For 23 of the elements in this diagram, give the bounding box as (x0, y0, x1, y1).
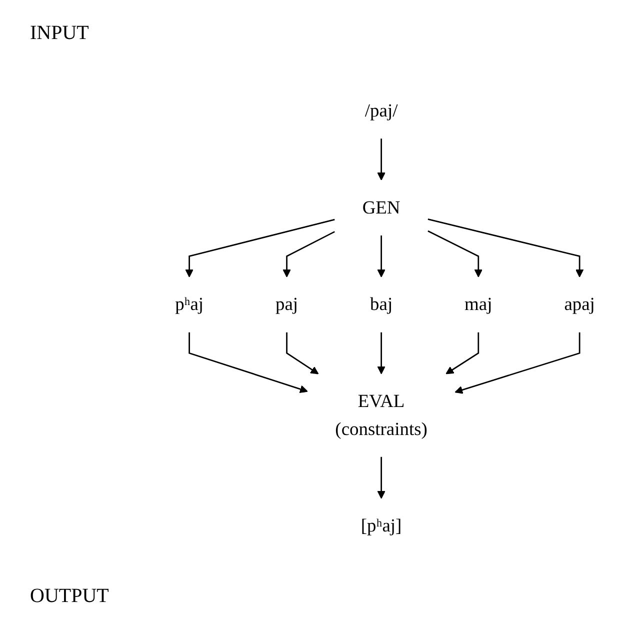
arrow (377, 138, 386, 180)
level-label: INPUT (30, 22, 89, 45)
node-text: baj (370, 294, 393, 315)
node-text: [pʰaj] (360, 516, 402, 536)
arrow (286, 332, 319, 374)
level-label: OUTPUT (30, 585, 109, 608)
arrow (282, 231, 335, 278)
arrow (377, 235, 386, 278)
arrow (428, 218, 584, 278)
node-text: paj (276, 294, 298, 315)
arrow (377, 456, 386, 499)
node-text: maj (464, 294, 492, 315)
node-text: GEN (362, 198, 400, 218)
node-text: EVAL (constraints) (335, 391, 428, 440)
arrow (454, 332, 580, 394)
arrow (185, 218, 335, 278)
arrow (188, 332, 308, 394)
node-text: apaj (564, 294, 595, 315)
node-text: pʰaj (175, 294, 204, 315)
arrow (377, 332, 386, 374)
arrow (446, 332, 480, 374)
arrow (428, 230, 482, 278)
node-text: /paj/ (364, 100, 398, 122)
